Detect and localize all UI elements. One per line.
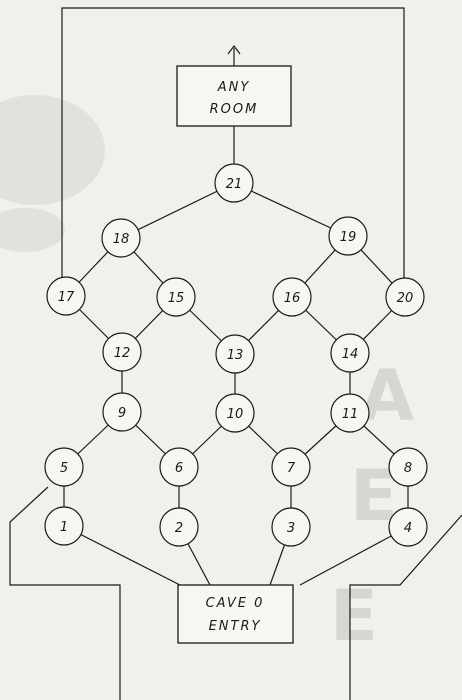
room-label-5: 5 bbox=[60, 461, 68, 476]
room-label-13: 13 bbox=[227, 348, 244, 363]
room-label-18: 18 bbox=[113, 232, 130, 247]
room-node-12: 12 bbox=[103, 333, 141, 371]
room-label-1: 1 bbox=[60, 520, 68, 535]
svg-text:A: A bbox=[360, 355, 414, 437]
room-node-3: 3 bbox=[272, 508, 310, 546]
room-node-20: 20 bbox=[386, 278, 424, 316]
room-node-21: 21 bbox=[215, 164, 253, 202]
room-label-14: 14 bbox=[342, 347, 359, 362]
room-node-5: 5 bbox=[45, 448, 83, 486]
room-label-17: 17 bbox=[58, 290, 75, 305]
room-node-18: 18 bbox=[102, 219, 140, 257]
any-room-line-2: ROOM bbox=[210, 102, 259, 117]
any-room-line-1: ANY bbox=[217, 80, 251, 95]
room-node-8: 8 bbox=[389, 448, 427, 486]
room-label-12: 12 bbox=[114, 346, 131, 361]
room-node-4: 4 bbox=[389, 508, 427, 546]
room-node-11: 11 bbox=[331, 394, 369, 432]
room-node-13: 13 bbox=[216, 335, 254, 373]
room-label-4: 4 bbox=[404, 521, 412, 536]
room-label-10: 10 bbox=[227, 407, 244, 422]
room-label-19: 19 bbox=[340, 230, 357, 245]
room-node-6: 6 bbox=[160, 448, 198, 486]
room-label-2: 2 bbox=[175, 521, 183, 536]
room-label-3: 3 bbox=[287, 521, 295, 536]
cave-entry-line-1: CAVE 0 bbox=[206, 596, 265, 611]
room-node-15: 15 bbox=[157, 278, 195, 316]
room-label-7: 7 bbox=[287, 461, 296, 476]
room-node-2: 2 bbox=[160, 508, 198, 546]
room-node-9: 9 bbox=[103, 393, 141, 431]
room-node-14: 14 bbox=[331, 334, 369, 372]
room-node-19: 19 bbox=[329, 217, 367, 255]
room-label-15: 15 bbox=[168, 291, 185, 306]
any-room-box: ANY ROOM bbox=[177, 66, 291, 126]
room-label-16: 16 bbox=[284, 291, 301, 306]
room-label-11: 11 bbox=[342, 407, 359, 422]
room-node-16: 16 bbox=[273, 278, 311, 316]
room-label-21: 21 bbox=[226, 177, 243, 192]
room-label-6: 6 bbox=[175, 461, 183, 476]
room-label-8: 8 bbox=[404, 461, 412, 476]
room-label-9: 9 bbox=[118, 406, 126, 421]
up-arrow-icon bbox=[228, 46, 240, 66]
room-node-7: 7 bbox=[272, 448, 310, 486]
svg-text:E: E bbox=[330, 575, 378, 657]
cave-entry-box: CAVE 0 ENTRY bbox=[178, 585, 293, 643]
room-node-10: 10 bbox=[216, 394, 254, 432]
room-node-1: 1 bbox=[45, 507, 83, 545]
room-node-17: 17 bbox=[47, 277, 85, 315]
cave-entry-line-2: ENTRY bbox=[209, 619, 262, 634]
room-label-20: 20 bbox=[397, 291, 414, 306]
